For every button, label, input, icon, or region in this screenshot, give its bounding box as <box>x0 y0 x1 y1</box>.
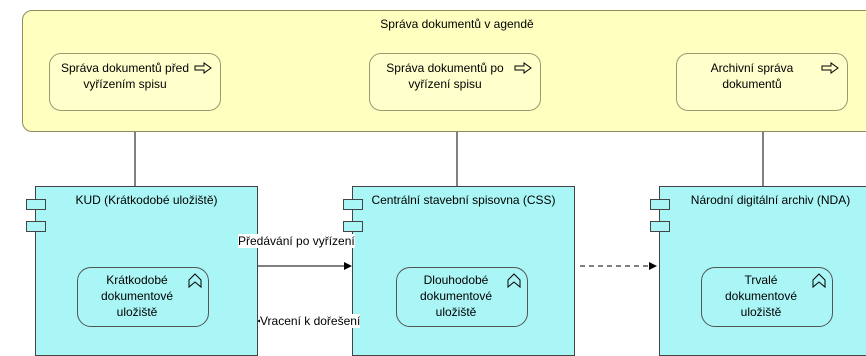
node-title: Centrální stavební spisovna (CSS) <box>371 193 556 207</box>
service-label: Krátkodobé dokumentové uložiště <box>100 273 174 319</box>
service-icon <box>187 273 203 292</box>
service-trvale-uloziste[interactable]: Trvalé dokumentové uložiště <box>701 267 833 327</box>
group-title: Správa dokumentů v agendě <box>380 17 534 31</box>
flow-label-back: Vracení k dořešení <box>260 314 361 328</box>
node-css[interactable]: Centrální stavební spisovna (CSS) Dlouho… <box>343 186 575 356</box>
service-dlouhodobe-uloziste[interactable]: Dlouhodobé dokumentové uložiště <box>396 267 528 327</box>
flow-label-forward: Předávání po vyřízení <box>238 234 355 248</box>
process-label: Správa dokumentů po vyřízení spisu <box>386 61 504 91</box>
process-arrow-icon <box>821 62 839 77</box>
component-icon <box>343 221 363 232</box>
node-kud[interactable]: KUD (Krátkodobé uložiště) Krátkodobé dok… <box>26 186 258 356</box>
node-title: KUD (Krátkodobé uložiště) <box>75 193 218 207</box>
process-po-vyrizeni[interactable]: Správa dokumentů po vyřízení spisu <box>369 53 541 111</box>
process-label: Správa dokumentů před vyřízením spisu <box>60 61 190 91</box>
process-arrow-icon <box>194 62 212 77</box>
process-pred-vyrizenim[interactable]: Správa dokumentů před vyřízením spisu <box>49 53 221 111</box>
process-label: Archivní správa dokumentů <box>710 61 794 91</box>
component-icon <box>650 199 670 210</box>
component-icon <box>26 199 46 210</box>
process-archivni-sprava[interactable]: Archivní správa dokumentů <box>676 53 848 111</box>
node-title: Národní digitální archiv (NDA) <box>690 193 851 207</box>
service-label: Trvalé dokumentové uložiště <box>724 273 798 319</box>
process-arrow-icon <box>514 62 532 77</box>
service-kratkodobe-uloziste[interactable]: Krátkodobé dokumentové uložiště <box>77 267 209 327</box>
service-icon <box>506 273 522 292</box>
service-label: Dlouhodobé dokumentové uložiště <box>419 273 493 319</box>
component-icon <box>343 199 363 210</box>
service-icon <box>811 273 827 292</box>
node-nda[interactable]: Národní digitální archiv (NDA) Trvalé do… <box>650 186 866 356</box>
component-icon <box>650 221 670 232</box>
component-icon <box>26 221 46 232</box>
